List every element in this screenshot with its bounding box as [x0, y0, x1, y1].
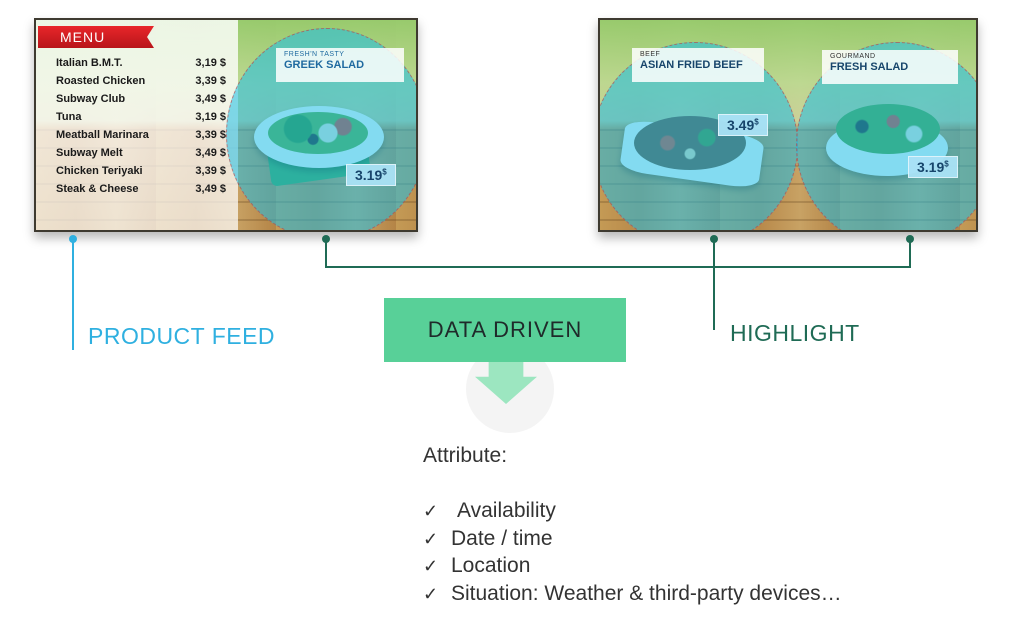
- highlight-connector: [325, 240, 327, 268]
- menu-item-price: 3,49 $: [195, 147, 226, 159]
- list-item: ✓ Date / time: [423, 525, 842, 553]
- product-feed-panel: MENU Italian B.M.T. 3,19 $ Roasted Chicke…: [36, 20, 238, 230]
- highlight-title: GREEK SALAD: [284, 59, 365, 71]
- menu-item: Italian B.M.T. 3,19 $: [56, 54, 226, 72]
- menu-item-name: Tuna: [56, 111, 82, 123]
- attribute-title: Attribute:: [423, 444, 508, 467]
- price-value: 3.49: [727, 117, 755, 133]
- menu-item: Tuna 3,19 $: [56, 108, 226, 126]
- menu-item-price: 3,19 $: [195, 57, 226, 69]
- highlight-title: ASIAN FRIED BEEF: [640, 59, 743, 71]
- attribute-item: Situation: Weather & third-party devices…: [451, 581, 842, 605]
- menu-item: Steak & Cheese 3,49 $: [56, 180, 226, 198]
- data-driven-box: DATA DRIVEN: [384, 298, 626, 362]
- attribute-list: ✓ Availability ✓ Date / time ✓ Location ✓ Si…: [423, 497, 842, 607]
- product-feed-connector: [72, 240, 74, 350]
- menu-item: Subway Melt 3,49 $: [56, 144, 226, 162]
- list-item: ✓ Situation: Weather & third-party device…: [423, 580, 842, 608]
- check-icon: ✓: [423, 556, 439, 576]
- highlight-connector: [713, 240, 715, 330]
- menu-list: Italian B.M.T. 3,19 $ Roasted Chicken 3,39…: [56, 54, 226, 198]
- highlight-connector: [325, 266, 911, 268]
- highlight-anchor-dot: [322, 235, 330, 243]
- menu-item-price: 3,39 $: [195, 75, 226, 87]
- attribute-item: Availability: [457, 499, 556, 522]
- menu-item: Roasted Chicken 3,39 $: [56, 72, 226, 90]
- menu-item-name: Meatball Marinara: [56, 129, 149, 141]
- price-currency: $: [382, 167, 387, 177]
- menu-item: Chicken Teriyaki 3,39 $: [56, 162, 226, 180]
- menu-item-price: 3,19 $: [195, 111, 226, 123]
- menu-item-price: 3,39 $: [195, 165, 226, 177]
- left-menu-screen: MENU Italian B.M.T. 3,19 $ Roasted Chicke…: [34, 18, 418, 232]
- price-value: 3.19: [917, 159, 945, 175]
- menu-item-name: Subway Melt: [56, 147, 123, 159]
- highlight-connector: [909, 240, 911, 268]
- check-icon: ✓: [423, 583, 439, 604]
- highlight-title: FRESH SALAD: [830, 61, 909, 73]
- product-feed-anchor-dot: [69, 235, 77, 243]
- product-feed-label: PRODUCT FEED: [88, 323, 276, 349]
- highlight-anchor-dot: [710, 235, 718, 243]
- price-currency: $: [754, 117, 759, 127]
- data-driven-label: DATA DRIVEN: [427, 317, 583, 342]
- attribute-item: Location: [451, 554, 531, 577]
- menu-item-name: Subway Club: [56, 93, 126, 105]
- price-tag: 3.19$: [346, 164, 396, 186]
- menu-item-name: Chicken Teriyaki: [56, 165, 143, 177]
- check-icon: ✓: [423, 528, 439, 549]
- highlight-subtitle: GOURMAND: [830, 53, 876, 60]
- menu-item: Meatball Marinara 3,39 $: [56, 126, 226, 144]
- highlight-label: BEEF ASIAN FRIED BEEF: [632, 48, 764, 82]
- menu-item-name: Steak & Cheese: [56, 183, 139, 195]
- menu-item-name: Roasted Chicken: [56, 75, 146, 87]
- right-highlight-screen: BEEF ASIAN FRIED BEEF 3.49$ GOURMAND FRE…: [598, 18, 978, 232]
- menu-banner: MENU: [38, 26, 154, 48]
- price-tag: 3.49$: [718, 114, 768, 136]
- highlight-subtitle: BEEF: [640, 51, 661, 58]
- menu-item-name: Italian B.M.T.: [56, 57, 123, 69]
- check-icon: ✓: [423, 501, 439, 521]
- price-currency: $: [944, 159, 949, 169]
- list-item: ✓ Location: [423, 552, 842, 580]
- price-value: 3.19: [355, 167, 383, 183]
- attribute-item: Date / time: [451, 526, 553, 550]
- highlight-label-caption: HIGHLIGHT: [730, 320, 860, 346]
- menu-item-price: 3,49 $: [195, 183, 226, 195]
- highlight-anchor-dot: [906, 235, 914, 243]
- highlight-subtitle: FRESH'N TASTY: [284, 51, 345, 58]
- menu-item: Subway Club 3,49 $: [56, 90, 226, 108]
- menu-item-price: 3,39 $: [195, 129, 226, 141]
- list-item: ✓ Availability: [423, 497, 842, 525]
- highlight-label: GOURMAND FRESH SALAD: [822, 50, 958, 84]
- price-tag: 3.19$: [908, 156, 958, 178]
- menu-item-price: 3,49 $: [195, 93, 226, 105]
- highlight-label: FRESH'N TASTY GREEK SALAD: [276, 48, 404, 82]
